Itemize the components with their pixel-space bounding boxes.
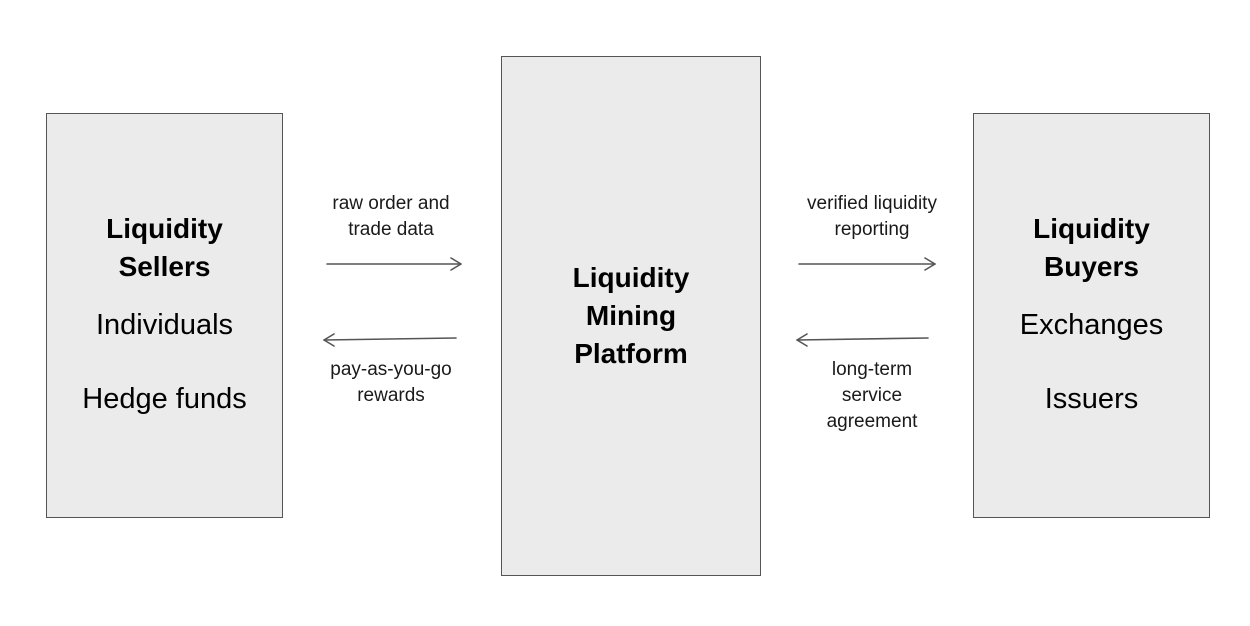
liquidity-mining-platform-box: Liquidity Mining Platform [501,56,761,576]
flow-label-line: reporting [834,219,910,240]
arrow-platform-to-sellers [323,333,457,347]
sellers-title-line: Sellers [118,250,211,282]
flow-label-line: rewards [357,385,425,406]
arrow-platform-to-buyers [798,257,936,271]
buyers-item-exchanges: Exchanges [1019,308,1164,341]
liquidity-buyers-box: Liquidity Buyers Exchanges Issuers [973,113,1210,518]
platform-title-line: Platform [574,338,688,369]
buyers-title-line: Liquidity [1033,212,1150,244]
flow-label-line: agreement [826,411,918,432]
flow-label-line: service [841,385,903,406]
flow-label-line: trade data [348,219,434,240]
sellers-title-line: Liquidity [106,212,223,244]
flow-label-line: long-term [831,359,913,380]
flow-label-long-term-agreement: long-term service agreement [782,357,962,435]
flow-label-line: verified liquidity [807,193,937,214]
flow-label-line: raw order and [332,193,450,214]
buyers-title-line: Buyers [1044,250,1139,282]
arrow-sellers-to-platform [326,257,462,271]
liquidity-sellers-box: Liquidity Sellers Individuals Hedge fund… [46,113,283,518]
liquidity-buyers-title: Liquidity Buyers [1033,210,1150,286]
flow-label-raw-order-data: raw order and trade data [296,191,486,243]
arrow-buyers-to-platform [796,333,929,347]
sellers-item-hedge-funds: Hedge funds [82,382,247,415]
platform-title-line: Liquidity [572,262,690,293]
buyers-item-issuers: Issuers [1044,382,1139,415]
flow-label-verified-reporting: verified liquidity reporting [782,191,962,243]
platform-title: Liquidity Mining Platform [573,259,690,373]
liquidity-sellers-title: Liquidity Sellers [106,210,223,286]
platform-title-line: Mining [585,300,677,331]
flow-label-line: pay-as-you-go [330,359,452,380]
sellers-item-individuals: Individuals [95,308,234,341]
flow-label-pay-as-you-go: pay-as-you-go rewards [296,357,486,409]
